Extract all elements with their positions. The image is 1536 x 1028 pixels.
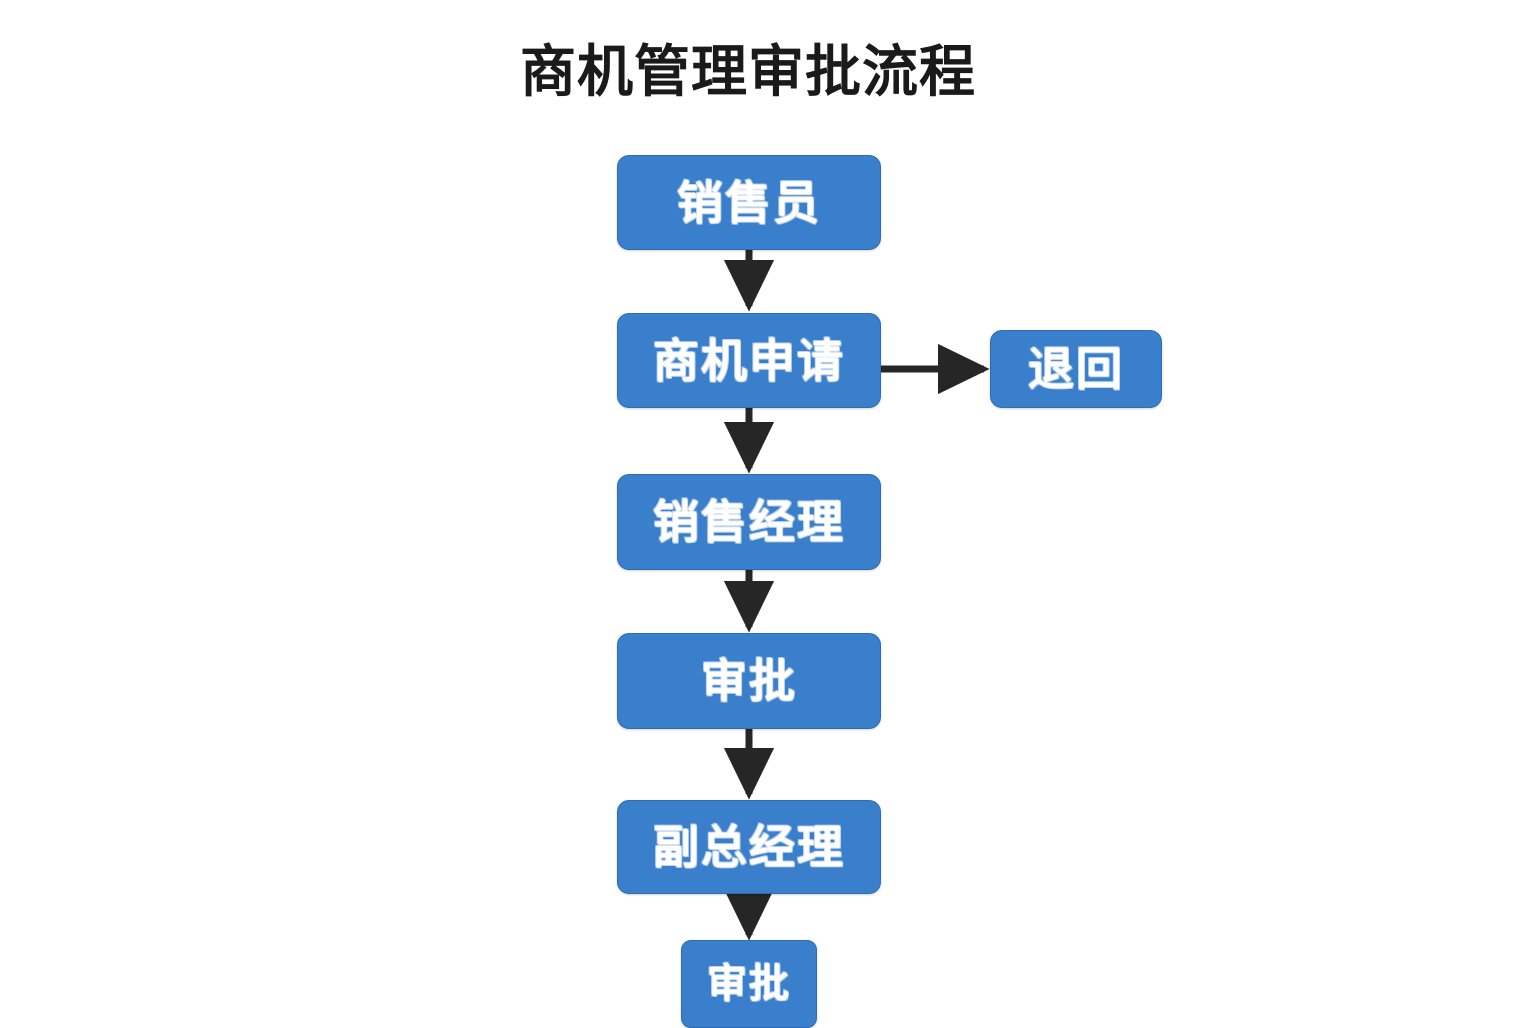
node-label: 销售经理 — [653, 495, 845, 549]
node-approval-second[interactable]: 审批 — [681, 940, 817, 1028]
node-label: 销售员 — [677, 175, 821, 230]
node-label: 商机申请 — [653, 333, 845, 388]
node-label: 副总经理 — [653, 820, 845, 874]
node-label: 退回 — [1028, 342, 1124, 396]
node-approval-first[interactable]: 审批 — [617, 633, 881, 729]
node-sales-manager[interactable]: 销售经理 — [617, 474, 881, 570]
node-opportunity-application[interactable]: 商机申请 — [617, 313, 881, 408]
node-label: 审批 — [701, 654, 797, 708]
node-label: 审批 — [707, 961, 791, 1007]
page-title: 商机管理审批流程 — [520, 40, 976, 105]
node-salesperson[interactable]: 销售员 — [617, 155, 881, 250]
node-return[interactable]: 退回 — [990, 330, 1162, 408]
node-vice-general-manager[interactable]: 副总经理 — [617, 800, 881, 894]
